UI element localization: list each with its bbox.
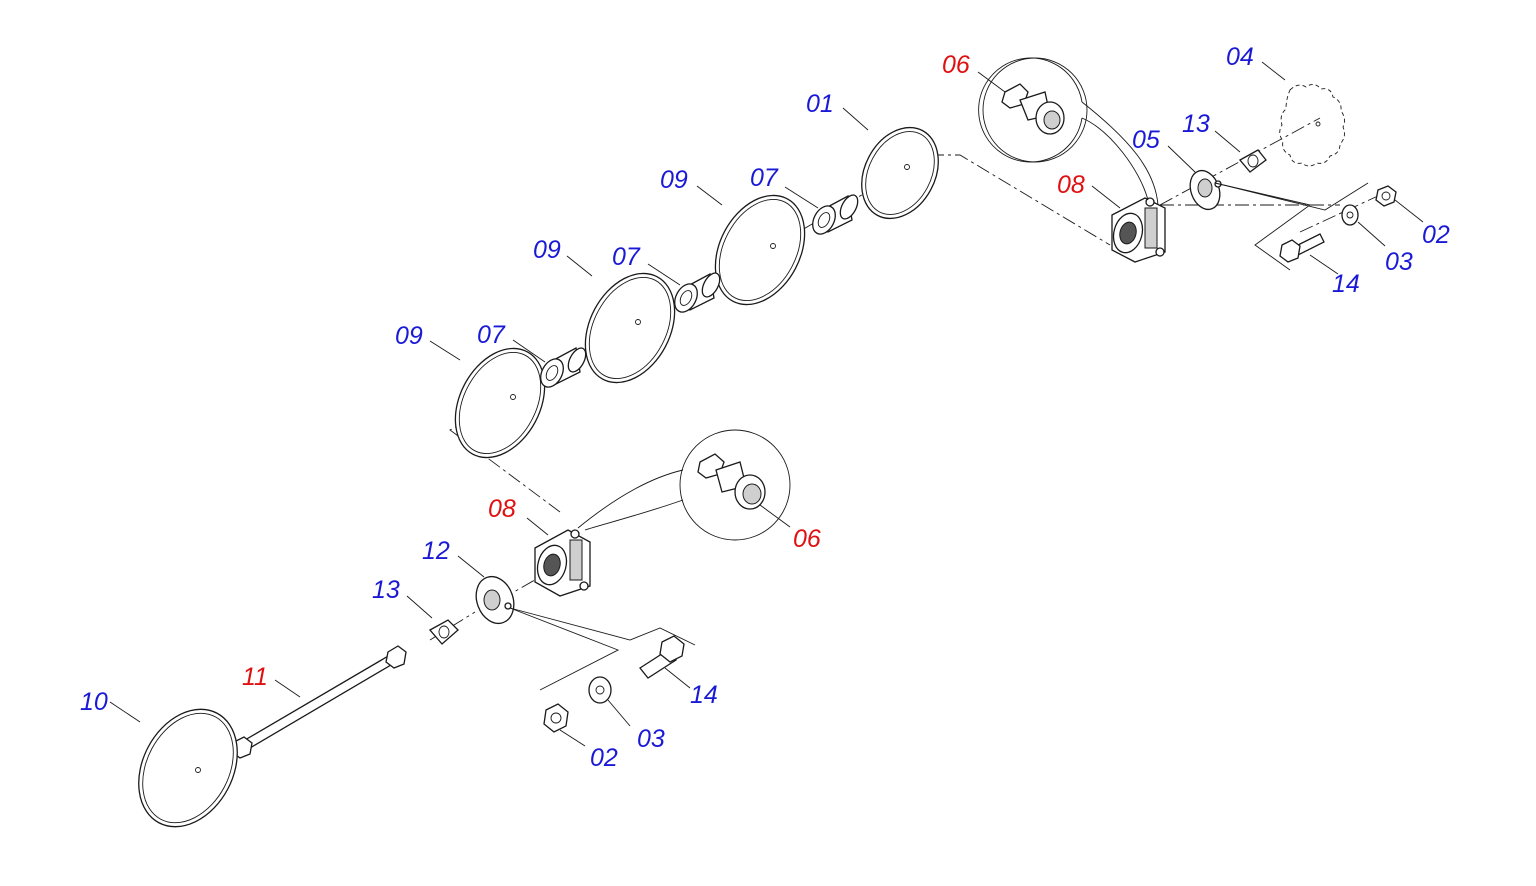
detail-bubble-bottom <box>577 429 791 541</box>
callout-02-top: 02 <box>1422 221 1450 249</box>
notched-disc-04 <box>1279 84 1346 167</box>
callout-03-bottom: 03 <box>637 725 665 753</box>
callout-09-middle: 09 <box>533 236 561 264</box>
disc-10 <box>138 708 238 828</box>
flange-05 <box>1189 169 1222 211</box>
callout-04: 04 <box>1226 43 1254 71</box>
callout-01: 01 <box>806 90 834 118</box>
callout-06-top: 06 <box>942 51 970 79</box>
bearing-housing-08-bottom <box>534 529 591 597</box>
callout-labels: 01 09 07 09 07 09 07 06 04 13 05 08 02 0… <box>80 43 1450 772</box>
callout-11: 11 <box>242 663 268 691</box>
disc-01 <box>861 126 939 220</box>
callout-02-bottom: 02 <box>590 744 618 772</box>
nut-02-top <box>1375 185 1397 207</box>
bolt-14-top <box>1279 233 1325 263</box>
callout-12: 12 <box>422 537 450 565</box>
callout-08-top: 08 <box>1057 171 1085 199</box>
callout-10: 10 <box>80 688 108 716</box>
spacer-07-top <box>812 194 859 235</box>
washer-03-bottom <box>588 676 612 704</box>
construction-lines <box>509 182 1369 691</box>
callout-06-bottom: 06 <box>793 525 821 553</box>
detail-bubble-top <box>978 57 1159 206</box>
callout-14-top: 14 <box>1332 270 1360 298</box>
bearing-housing-08-top <box>1111 197 1166 263</box>
bolt-14-bottom <box>639 635 685 679</box>
callout-07-bottom: 07 <box>477 321 506 349</box>
spacer-07-middle <box>674 272 721 313</box>
spacer-07-bottom <box>540 346 587 388</box>
callout-05: 05 <box>1132 126 1160 154</box>
nut-02-bottom <box>543 703 569 733</box>
washer-03-top <box>1341 204 1359 226</box>
callout-13-bottom: 13 <box>372 576 400 604</box>
disc-09-top <box>714 194 806 306</box>
plate-13-bottom <box>428 619 459 645</box>
disc-09-bottom <box>454 347 546 459</box>
leader-lines <box>109 61 1424 747</box>
callout-14-bottom: 14 <box>690 681 718 709</box>
callout-09-top: 09 <box>660 166 688 194</box>
callout-07-top: 07 <box>750 164 779 192</box>
callout-03-top: 03 <box>1385 248 1413 276</box>
callout-13-top: 13 <box>1182 110 1210 138</box>
hub-12 <box>475 575 515 625</box>
callout-08-bottom: 08 <box>488 495 516 523</box>
callout-09-bottom: 09 <box>395 322 423 350</box>
disc-09-middle <box>584 272 676 384</box>
plate-13-top <box>1238 149 1267 173</box>
callout-07-middle: 07 <box>612 243 641 271</box>
